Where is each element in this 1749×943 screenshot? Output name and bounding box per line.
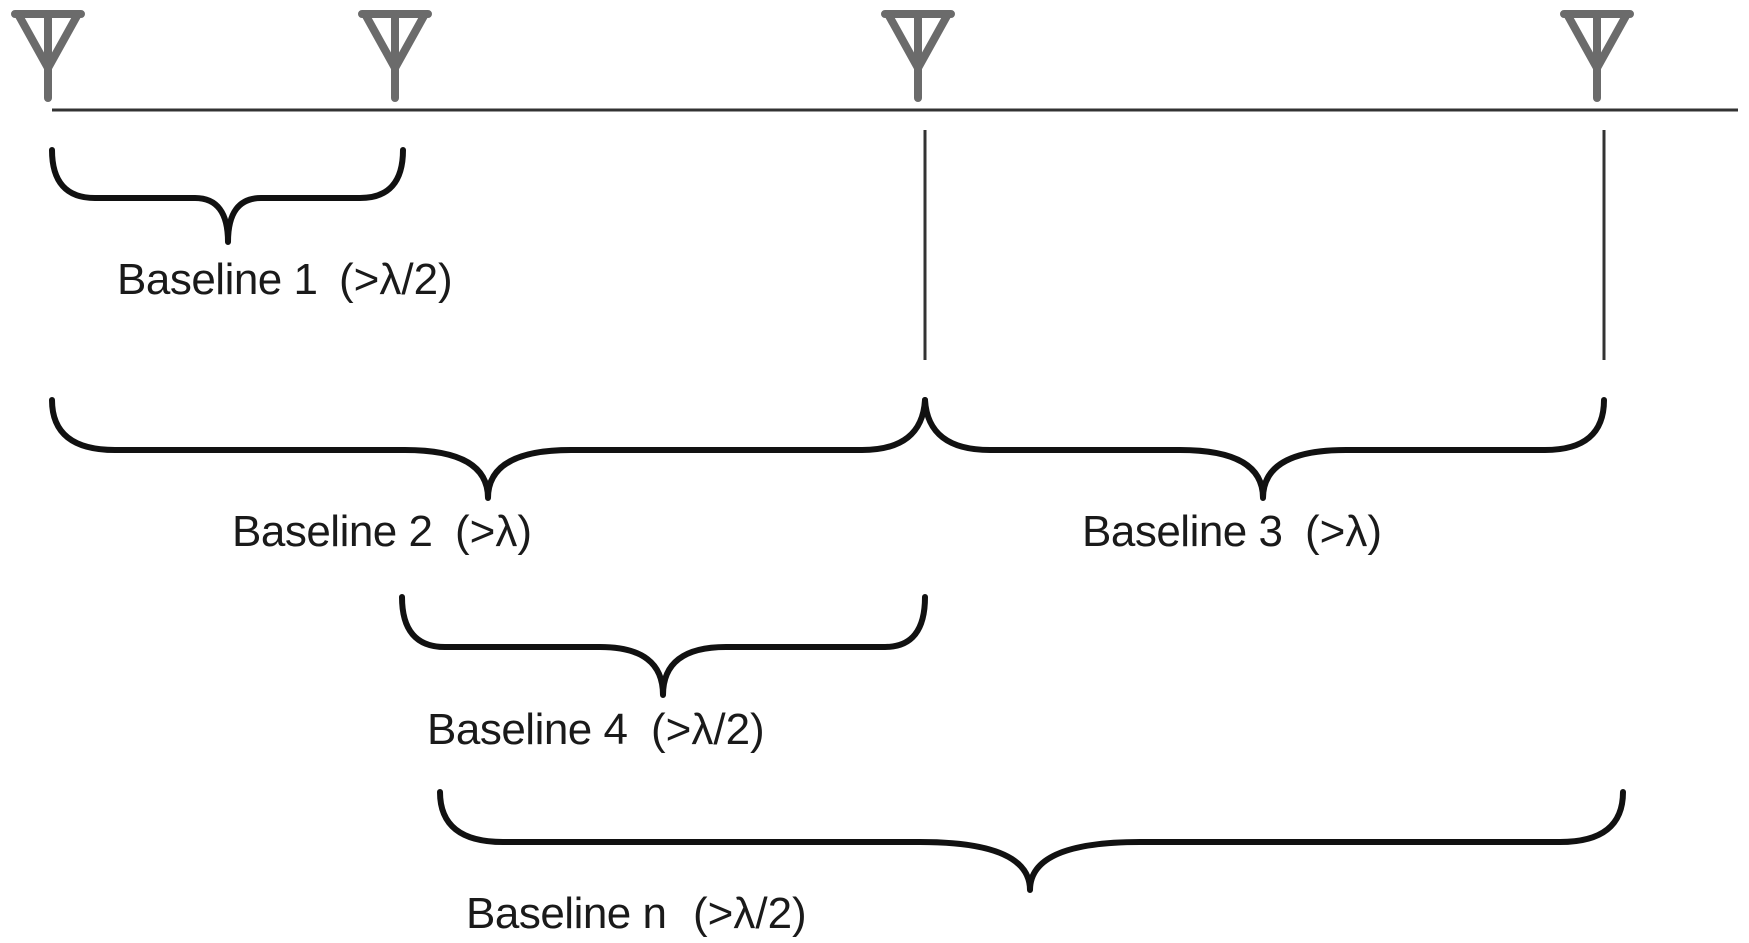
antenna-1 <box>11 10 85 102</box>
baseline-2-name: Baseline 2 <box>232 507 432 556</box>
antenna-4 <box>1560 10 1634 102</box>
baseline-2-label: Baseline 2 (>λ) <box>232 507 532 556</box>
antenna-icon <box>358 10 432 102</box>
baseline-n-label: Baseline n (>λ/2) <box>466 889 807 938</box>
baseline-4-condition: (>λ/2) <box>651 705 765 754</box>
baseline-3-label: Baseline 3 (>λ) <box>1082 507 1382 556</box>
baseline-3-brace <box>922 397 1607 501</box>
baseline-4-label: Baseline 4 (>λ/2) <box>427 705 765 754</box>
baseline-4-brace <box>399 594 928 698</box>
baseline-1-label: Baseline 1 (>λ/2) <box>117 255 453 304</box>
baseline-n-name: Baseline n <box>466 889 666 938</box>
baseline-1-name: Baseline 1 <box>117 255 317 304</box>
antenna-icon <box>11 10 85 102</box>
antenna-icon <box>1560 10 1634 102</box>
baseline-3-name: Baseline 3 <box>1082 507 1282 556</box>
baseline-n-brace <box>437 789 1626 893</box>
antenna-2 <box>358 10 432 102</box>
baseline-n-condition: (>λ/2) <box>693 889 807 938</box>
baseline-2-condition: (>λ) <box>455 507 532 556</box>
antenna-3 <box>881 10 955 102</box>
antenna-icon <box>881 10 955 102</box>
baseline-1-brace <box>49 147 406 245</box>
baseline-1-condition: (>λ/2) <box>339 255 453 304</box>
baseline-3-condition: (>λ) <box>1305 507 1382 556</box>
baseline-4-name: Baseline 4 <box>427 705 628 754</box>
baseline-2-brace <box>49 397 928 501</box>
